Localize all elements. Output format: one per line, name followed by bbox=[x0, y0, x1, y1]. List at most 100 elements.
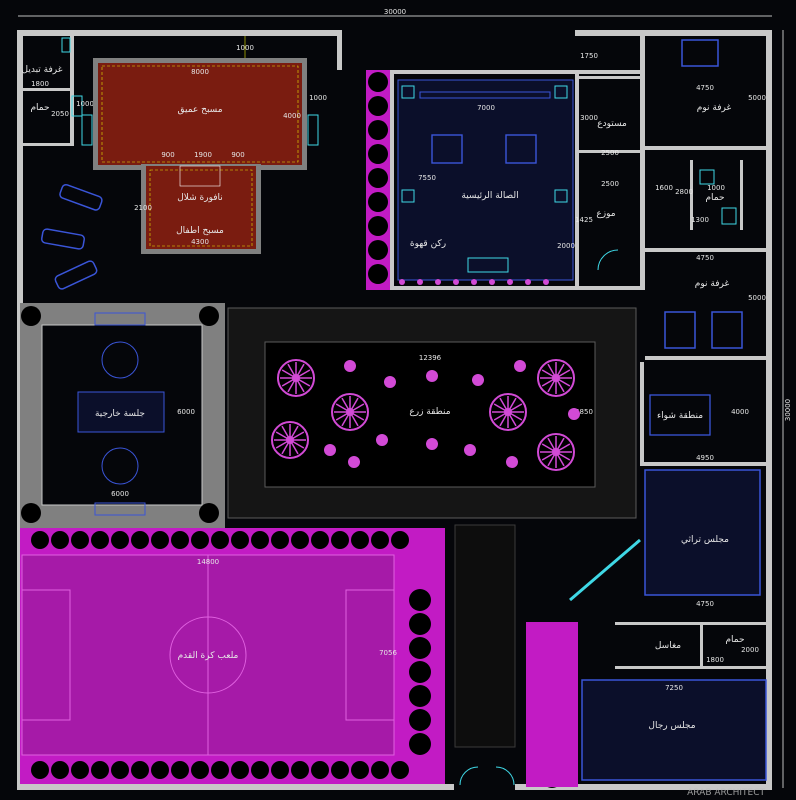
bbq-area: منطقة شواء 4950 4000 bbox=[640, 362, 766, 466]
bath-height-dim: 2050 bbox=[51, 110, 69, 118]
tree-circle bbox=[151, 761, 169, 779]
dist-width-dim: 2500 bbox=[601, 180, 619, 188]
flower-plant bbox=[277, 359, 315, 397]
tree-circle bbox=[409, 661, 431, 683]
coffee-corner-label: ركن قهوة bbox=[410, 239, 446, 249]
hall-1425-dim: 1425 bbox=[575, 216, 593, 224]
step-a-dim: 900 bbox=[161, 151, 174, 159]
tree-circle bbox=[368, 192, 388, 212]
flower-plant bbox=[271, 421, 309, 459]
pool-width-dim: 8000 bbox=[191, 68, 209, 76]
seating-width-dim: 6000 bbox=[111, 490, 129, 498]
bbq-height-dim: 4000 bbox=[731, 408, 749, 416]
tree-circle bbox=[368, 72, 388, 92]
overall-height-dim: 30000 bbox=[784, 399, 792, 421]
men-majlis-label: مجلس رجال bbox=[648, 721, 695, 731]
tree-circle bbox=[391, 761, 409, 779]
washbasin-area: مغاسل حمام 1800 2000 bbox=[615, 622, 766, 669]
tree-circle bbox=[331, 531, 349, 549]
step-c-dim: 900 bbox=[231, 151, 244, 159]
bedroom-2-label: غرفة نوم bbox=[695, 279, 730, 289]
flower-dot bbox=[453, 279, 459, 285]
hall-2000-dim: 2000 bbox=[557, 242, 575, 250]
main-hall-label: الصالة الرئيسية bbox=[461, 191, 518, 201]
tree-circle bbox=[351, 761, 369, 779]
small-flower bbox=[376, 434, 388, 446]
left-small-rooms: غرفة تبديل حمام 1800 2050 1000 bbox=[22, 36, 94, 146]
store-height-dim: 3000 bbox=[580, 114, 598, 122]
tree-circle bbox=[311, 761, 329, 779]
heritage-majlis-label: مجلس تراثي bbox=[681, 535, 729, 545]
tree-circle bbox=[271, 531, 289, 549]
bbq-area-label: منطقة شواء bbox=[657, 411, 703, 421]
store-width-dim: 2500 bbox=[601, 149, 619, 157]
kids-pool-label: مسبح اطفال bbox=[176, 226, 224, 236]
small-flower bbox=[384, 376, 396, 388]
tree-circle bbox=[409, 709, 431, 731]
tree-circle bbox=[291, 761, 309, 779]
pool-side-right-dim: 1000 bbox=[309, 94, 327, 102]
majlis-width-dim: 4750 bbox=[696, 600, 714, 608]
tree-circle bbox=[231, 761, 249, 779]
deep-pool-label: مسبح عميق bbox=[177, 105, 222, 115]
small-flower bbox=[506, 456, 518, 468]
tree-circle bbox=[311, 531, 329, 549]
tree-circle bbox=[131, 531, 149, 549]
bathroom-bottom-label: حمام bbox=[725, 635, 744, 645]
small-flower bbox=[426, 370, 438, 382]
right-planter bbox=[526, 622, 578, 787]
bedrooms: غرفة نوم 4750 5000 غرفة نوم 4750 5000 حم… bbox=[645, 39, 766, 360]
tree-circle bbox=[111, 531, 129, 549]
small-flower bbox=[568, 408, 580, 420]
tree-circle bbox=[191, 761, 209, 779]
tree-circle bbox=[368, 240, 388, 260]
hall-width-dim: 7000 bbox=[477, 104, 495, 112]
flower-plant bbox=[489, 393, 527, 431]
tree-circle bbox=[211, 531, 229, 549]
washbasins-label: مغاسل bbox=[655, 641, 681, 651]
kids-height-dim: 2100 bbox=[134, 204, 152, 212]
tree-circle bbox=[51, 761, 69, 779]
field-height-dim: 7056 bbox=[379, 649, 397, 657]
b-1300-dim: 1300 bbox=[691, 216, 709, 224]
tree-circle bbox=[291, 531, 309, 549]
b-2800-dim: 2800 bbox=[675, 188, 693, 196]
flower-dot bbox=[399, 279, 405, 285]
main-hall: الصالة الرئيسية ركن قهوة 7000 7550 2000 … bbox=[390, 36, 645, 290]
tree-circle bbox=[191, 531, 209, 549]
tree-circle bbox=[409, 613, 431, 635]
bathroom-right-label: حمام bbox=[705, 193, 724, 203]
flower-beds bbox=[271, 359, 580, 471]
tree-circle bbox=[271, 761, 289, 779]
bed2-width-dim: 4750 bbox=[696, 254, 714, 262]
shower-room-label: غرفة تبديل bbox=[22, 65, 63, 75]
top-1750-dim: 1750 bbox=[580, 52, 598, 60]
small-flower bbox=[348, 456, 360, 468]
tree-circle bbox=[409, 589, 431, 611]
bed-height-dim: 5000 bbox=[748, 94, 766, 102]
tree-circle bbox=[111, 761, 129, 779]
step-b-dim: 1900 bbox=[194, 151, 212, 159]
tree-circle bbox=[368, 120, 388, 140]
b-1600-dim: 1600 bbox=[655, 184, 673, 192]
bath-width-dim: 1800 bbox=[31, 80, 49, 88]
flower-dot bbox=[471, 279, 477, 285]
bbq-width-dim: 4950 bbox=[696, 454, 714, 462]
outdoor-seating-label: جلسة خارجية bbox=[95, 409, 145, 419]
tree-circle bbox=[371, 531, 389, 549]
planting-area: منطقة زرع 12396 4850 bbox=[227, 307, 637, 519]
tree-circle bbox=[31, 531, 49, 549]
seating-height-dim: 6000 bbox=[177, 408, 195, 416]
tree-circle bbox=[131, 761, 149, 779]
heritage-majlis: مجلس تراثي 4750 bbox=[569, 469, 761, 608]
flower-plant bbox=[537, 359, 575, 397]
planting-area-label: منطقة زرع bbox=[409, 407, 450, 417]
flower-dot bbox=[435, 279, 441, 285]
tree-circle bbox=[251, 761, 269, 779]
small-flower bbox=[344, 360, 356, 372]
tree-circle bbox=[368, 216, 388, 236]
kids-pool: 900 1900 900 نافورة شلال مسبح اطفال 4300… bbox=[134, 151, 261, 254]
pool-height-dim: 4000 bbox=[283, 112, 301, 120]
bed2-height-dim: 5000 bbox=[748, 294, 766, 302]
